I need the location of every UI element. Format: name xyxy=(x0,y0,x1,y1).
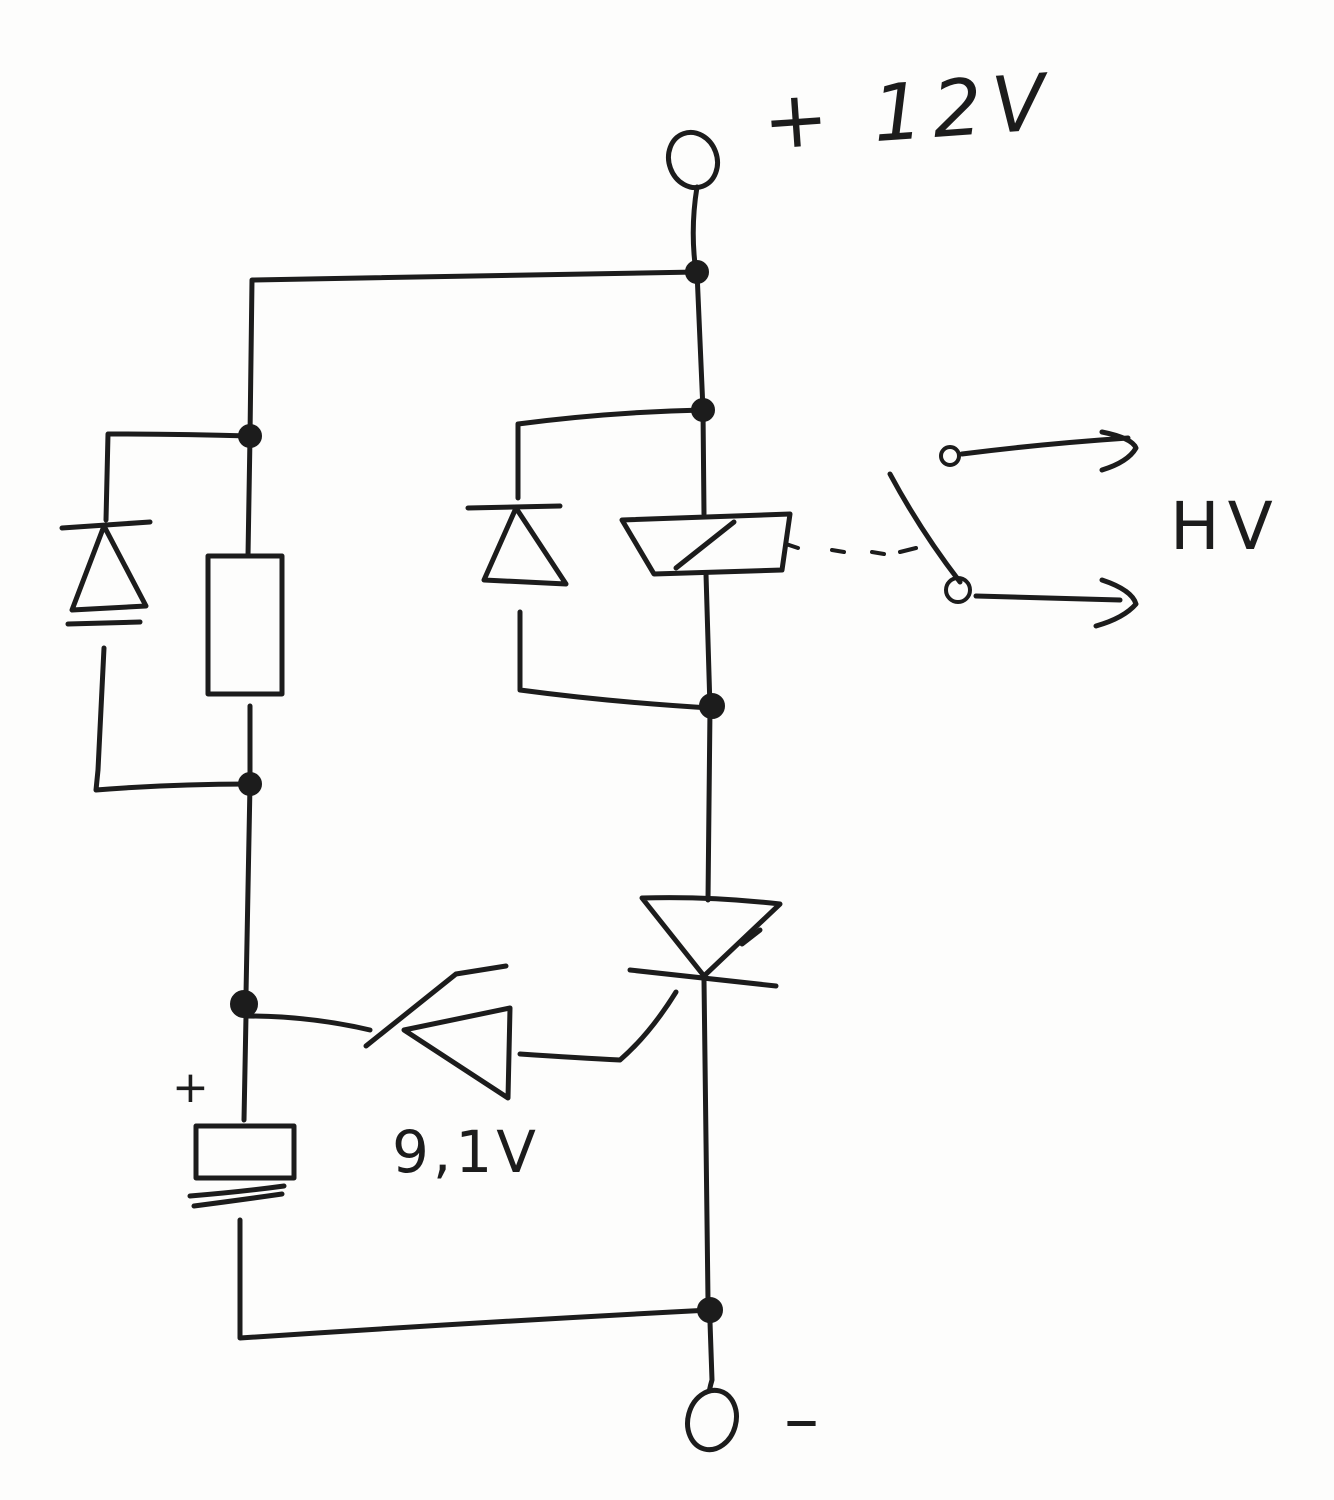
wire-capacitor-bottom xyxy=(237,1217,713,1341)
relay-switch-contact xyxy=(887,445,972,604)
wire-coil-bottom xyxy=(703,571,713,903)
wire-capacitor-top xyxy=(241,1013,249,1123)
wire-thyristor-cathode xyxy=(701,977,715,1413)
relay-mechanical-link xyxy=(784,542,918,556)
wire-coil-top xyxy=(700,407,707,517)
capacitor-polarity-label: + xyxy=(172,1062,209,1113)
thyristor xyxy=(627,895,783,989)
wire-resistor-top xyxy=(245,433,253,559)
left-freewheel-diode xyxy=(59,519,153,627)
resistor xyxy=(205,553,285,697)
hv-output-upper-lead xyxy=(959,429,1139,473)
hv-output-lower-lead xyxy=(973,577,1139,629)
relay-coil xyxy=(619,511,793,577)
wire-zener-left xyxy=(243,1013,373,1033)
wire-resistor-bottom xyxy=(243,703,253,997)
wire-left-diode-top xyxy=(103,431,253,523)
hv-output-label: HV xyxy=(1170,488,1281,565)
negative-supply-terminal xyxy=(685,1387,739,1453)
wire-relay-top xyxy=(515,407,706,501)
supply-negative-label: – xyxy=(784,1378,819,1460)
wire-left-diode-bottom xyxy=(93,645,253,793)
positive-supply-terminal xyxy=(665,129,721,191)
wire-top-rail xyxy=(247,269,700,439)
junction-dots xyxy=(230,260,725,1323)
wire-zener-to-gate xyxy=(517,989,679,1063)
electrolytic-capacitor xyxy=(187,1123,297,1209)
zener-diode xyxy=(363,963,513,1101)
wire-supply-to-top-node xyxy=(690,184,700,275)
relay-freewheel-diode xyxy=(465,503,569,587)
wire-relay-diode-bottom xyxy=(517,609,713,711)
zener-voltage-label: 9,1V xyxy=(392,1118,540,1186)
wire-right-branch-top xyxy=(694,269,706,413)
